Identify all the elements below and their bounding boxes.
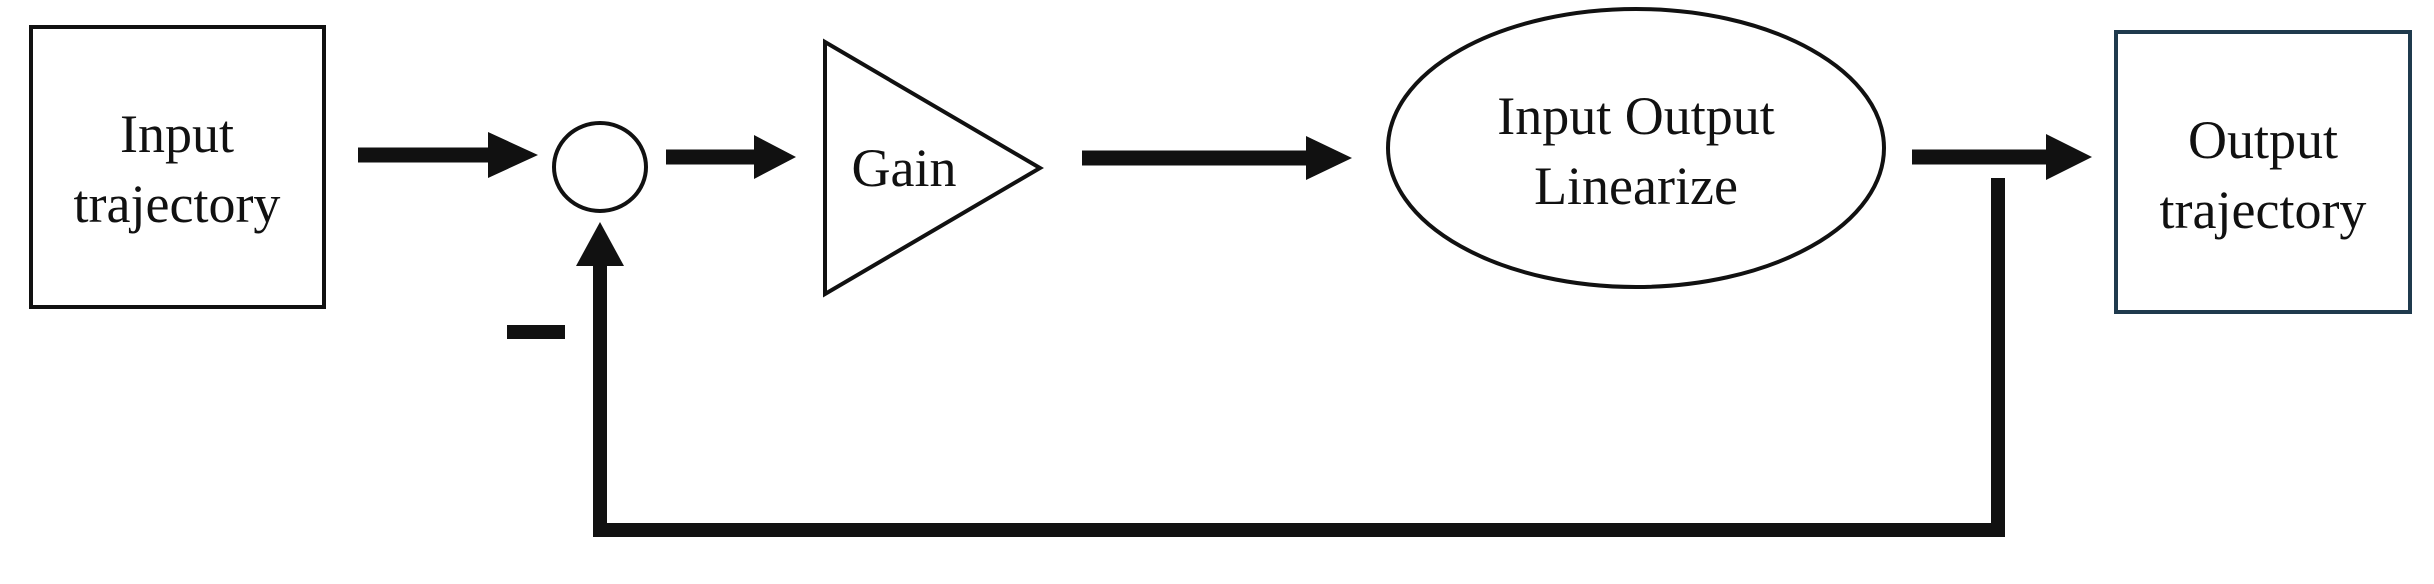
output-trajectory-label-line1: Output (2188, 110, 2338, 170)
gain-block: Gain (823, 38, 1044, 298)
arrow-linearize-to-output (1912, 134, 2092, 180)
output-trajectory-box (2114, 30, 2412, 314)
arrow-input-to-sum (358, 132, 538, 178)
input-trajectory-label-line2: trajectory (74, 174, 281, 234)
gain-triangle (823, 38, 1044, 298)
negative-feedback-sign (507, 325, 565, 339)
linearize-label-line2: Linearize (1534, 156, 1738, 216)
minus-sign (507, 325, 565, 339)
input-trajectory-box (29, 25, 326, 309)
output-trajectory-block: Output trajectory (2114, 30, 2412, 314)
summing-junction-circle (552, 121, 648, 213)
output-trajectory-label-line2: trajectory (2160, 180, 2367, 240)
linearize-ellipse (1386, 7, 1886, 289)
feedback-arrowhead (576, 222, 624, 266)
linearize-block: Input Output Linearize (1386, 7, 1886, 289)
linearize-label-line1: Input Output (1497, 86, 1775, 146)
arrow-sum-to-gain (666, 135, 796, 179)
summing-junction (552, 121, 648, 213)
input-trajectory-label-line1: Input (120, 104, 234, 164)
gain-label: Gain (852, 138, 957, 198)
arrow-gain-to-linearize (1082, 136, 1352, 180)
input-trajectory-block: Input trajectory (29, 25, 326, 309)
feedback-path (576, 178, 2005, 537)
